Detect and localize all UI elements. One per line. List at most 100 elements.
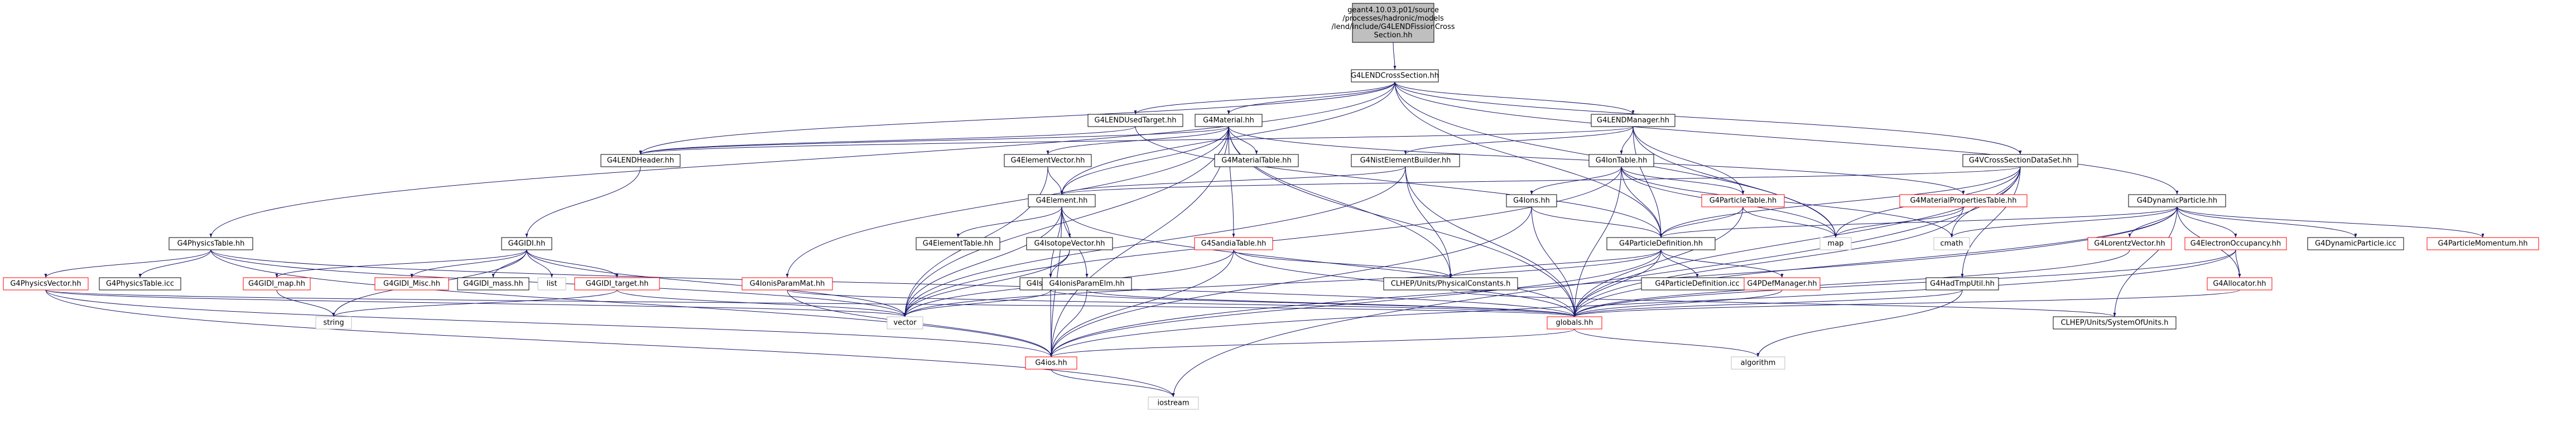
node-vcross[interactable]: G4VCrossSectionDataSet.hh [1962, 154, 2078, 167]
node-dyn-particle-icc[interactable]: G4DynamicParticle.icc [2307, 237, 2404, 250]
edge-lend_used_target-to-lend_header [639, 126, 1136, 155]
node-label: G4Ions.hh [1513, 197, 1550, 205]
node-pdg-manager[interactable]: G4PDefManager.hh [1744, 277, 1821, 291]
node-box [1606, 237, 1716, 250]
edge-lend_fission-to-element [1060, 81, 1395, 195]
node-gidi[interactable]: G4GIDI.hh [501, 237, 552, 250]
edge-globals-to-g4ios [1049, 328, 1575, 357]
edge-isotope-to-globals [1050, 289, 1576, 317]
node-mat-prop-table[interactable]: G4MaterialPropertiesTable.hh [1899, 194, 2028, 207]
node-box [1087, 114, 1183, 127]
node-system-units[interactable]: CLHEP/Units/SystemOfUnits.h [2053, 316, 2177, 330]
node-box [2207, 277, 2272, 291]
edge-lend_manager-to-lend_header [639, 126, 1634, 155]
edge-vcross-to-had_tmp_util [1961, 166, 2021, 278]
edge-particle_def-to-vector [903, 249, 1662, 317]
edge-ion_table-to-particle_table [1621, 166, 1745, 195]
node-box [1383, 277, 1518, 291]
node-gidi-map[interactable]: G4GIDI_map.hh [243, 277, 311, 291]
node-dyn-particle[interactable]: G4DynamicParticle.hh [2128, 194, 2226, 207]
edge-physics_table-to-physics_vector [44, 249, 211, 278]
edge-particle_table-to-particle_def [1659, 206, 1744, 238]
node-label: G4LorentzVector.hh [2094, 240, 2165, 248]
node-label: G4PhysicsVector.hh [10, 280, 81, 288]
node-physics-table[interactable]: G4PhysicsTable.hh [168, 237, 253, 250]
node-box [887, 316, 923, 330]
node-gidi-mass[interactable]: G4GIDI_mass.hh [457, 277, 529, 291]
edge-element-to-vector [903, 206, 1062, 317]
node-label: string [323, 319, 344, 327]
node-ionis-param-mat[interactable]: G4IonisParamMat.hh [741, 277, 833, 291]
edge-dyn_particle-to-cmath [1950, 206, 2178, 238]
edge-sandia_table-to-g4ios [1049, 249, 1234, 357]
edge-material-to-element [1060, 126, 1229, 195]
node-box [1819, 237, 1852, 250]
node-element[interactable]: G4Element.hh [1028, 194, 1096, 207]
node-physics-table-icc[interactable]: G4PhysicsTable.icc [99, 277, 181, 291]
node-g4ios[interactable]: G4ios.hh [1025, 356, 1077, 370]
node-box [1591, 114, 1675, 127]
node-label: G4MaterialTable.hh [1221, 157, 1291, 165]
node-phys-constants[interactable]: CLHEP/Units/PhysicalConstants.h [1383, 277, 1518, 291]
node-label: G4GIDI_Misc.hh [383, 280, 440, 288]
edge-dyn_particle-to-particle_momentum [2177, 206, 2484, 238]
node-nist-builder[interactable]: G4NistElementBuilder.hh [1351, 154, 1460, 167]
node-lorentz[interactable]: G4LorentzVector.hh [2087, 237, 2172, 250]
edge-lend_fission-to-material [1227, 81, 1395, 115]
edge-material-to-sandia_table [1228, 126, 1235, 238]
node-had-tmp-util[interactable]: G4HadTmpUtil.hh [1925, 277, 1999, 291]
node-particle-table[interactable]: G4ParticleTable.hh [1701, 194, 1785, 207]
node-physics-vector[interactable]: G4PhysicsVector.hh [3, 277, 89, 291]
node-box [168, 237, 253, 250]
node-label: G4HadTmpUtil.hh [1930, 280, 1995, 288]
node-lend-used-target[interactable]: G4LENDUsedTarget.hh [1087, 114, 1183, 127]
node-particle-momentum[interactable]: G4ParticleMomentum.hh [2426, 237, 2539, 250]
node-lend-header[interactable]: G4LENDHeader.hh [600, 154, 681, 167]
edge-nist_builder-to-element [1060, 166, 1406, 195]
node-box [2426, 237, 2539, 250]
node-box [1899, 194, 2028, 207]
edge-sandia_table-to-phys_constants [1233, 249, 1452, 278]
node-box [1962, 154, 2078, 167]
node-particle-def[interactable]: G4ParticleDefinition.hh [1606, 237, 1716, 250]
node-gidi-target[interactable]: G4GIDI_target.hh [574, 277, 660, 291]
node-label: Section.hh [1374, 31, 1413, 40]
node-allocator[interactable]: G4Allocator.hh [2207, 277, 2272, 291]
node-label: G4IsotopeVector.hh [1034, 240, 1105, 248]
node-isotope-vector[interactable]: G4IsotopeVector.hh [1026, 237, 1113, 250]
node-box [1547, 316, 1602, 330]
node-gidi-misc[interactable]: G4GIDI_Misc.hh [374, 277, 449, 291]
node-box [1701, 194, 1785, 207]
node-box [537, 277, 566, 291]
edge-ion_table-to-globals [1573, 166, 1622, 317]
node-globals[interactable]: globals.hh [1547, 316, 1602, 330]
node-lend-fission[interactable]: G4LENDCrossSection.hh [1351, 69, 1439, 83]
edge-material-to-ionis_param_mat [786, 126, 1229, 278]
node-sandia-table[interactable]: G4SandiaTable.hh [1194, 237, 1273, 250]
edge-gidi_target-to-vector [617, 289, 907, 317]
node-ion-table[interactable]: G4IonTable.hh [1588, 154, 1654, 167]
node-electron-occ[interactable]: G4ElectronOccupancy.hh [2184, 237, 2287, 250]
edge-electron_occ-to-g4ios [1049, 249, 2236, 357]
edge-vcross-to-particle_def [1659, 166, 2021, 238]
edge-ionis_param_mat-to-globals [787, 289, 1576, 317]
node-ions[interactable]: G4Ions.hh [1506, 194, 1557, 207]
node-label: CLHEP/Units/SystemOfUnits.h [2060, 319, 2168, 327]
node-label: cmath [1940, 240, 1963, 248]
node-elem-vector[interactable]: G4ElementVector.hh [1004, 154, 1092, 167]
node-label: G4PDefManager.hh [1747, 280, 1817, 288]
edge-vcross-to-element [1061, 166, 2021, 195]
node-ionis-param-elm[interactable]: G4IonisParamElm.hh [1042, 277, 1132, 291]
node-box [457, 277, 529, 291]
node-material[interactable]: G4Material.hh [1195, 114, 1263, 127]
node-material-table[interactable]: G4MaterialTable.hh [1214, 154, 1299, 167]
node-particle-def-icc[interactable]: G4ParticleDefinition.icc [1641, 277, 1754, 291]
node-box [315, 316, 352, 330]
node-box [374, 277, 449, 291]
node-box [1744, 277, 1821, 291]
node-lend-manager[interactable]: G4LENDManager.hh [1591, 114, 1675, 127]
node-label: G4DynamicParticle.hh [2137, 197, 2217, 205]
edge-dyn_particle-to-particle_def [1659, 206, 2178, 238]
edge-dyn_particle-to-g4ios [1049, 206, 2178, 357]
node-element-table[interactable]: G4ElementTable.hh [916, 237, 1000, 250]
